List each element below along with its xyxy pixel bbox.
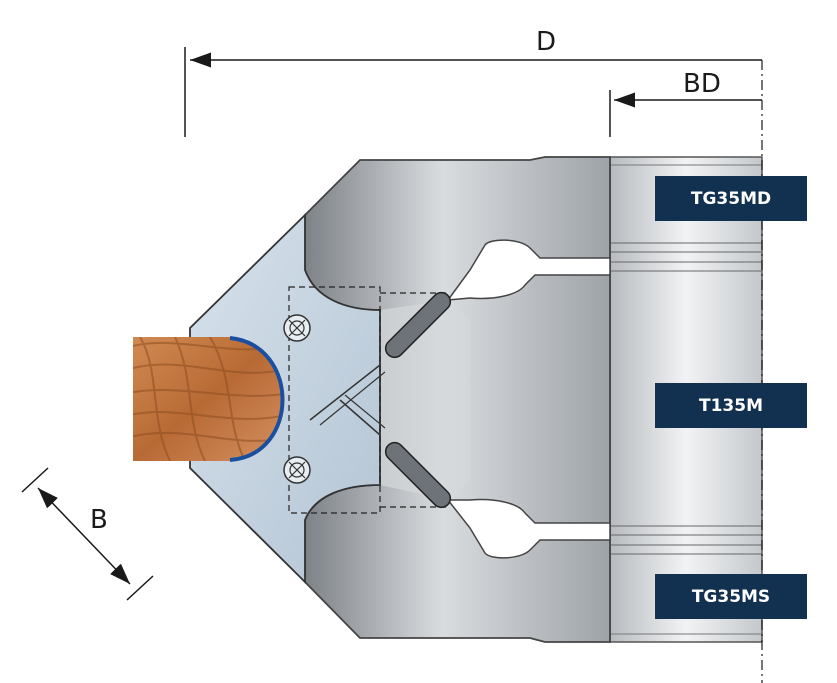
- knife-wedges: [309, 291, 452, 509]
- part-badge-top-collar: TG35MD: [655, 176, 807, 221]
- dimension-bd: [609, 90, 762, 137]
- dimension-bd-label: BD: [683, 69, 721, 99]
- screw-upper: [283, 314, 311, 342]
- part-badge-bottom-collar: TG35MS: [655, 574, 807, 619]
- wood-workpiece: [133, 336, 285, 462]
- part-badge-cutter-body: T135M: [655, 383, 807, 428]
- dimension-b-label: B: [90, 505, 108, 535]
- dimension-d: [184, 47, 762, 137]
- dimension-d-label: D: [536, 27, 556, 57]
- screw-lower: [283, 456, 311, 484]
- knife-holder-plate: [189, 212, 448, 585]
- dimension-b: [21, 467, 154, 601]
